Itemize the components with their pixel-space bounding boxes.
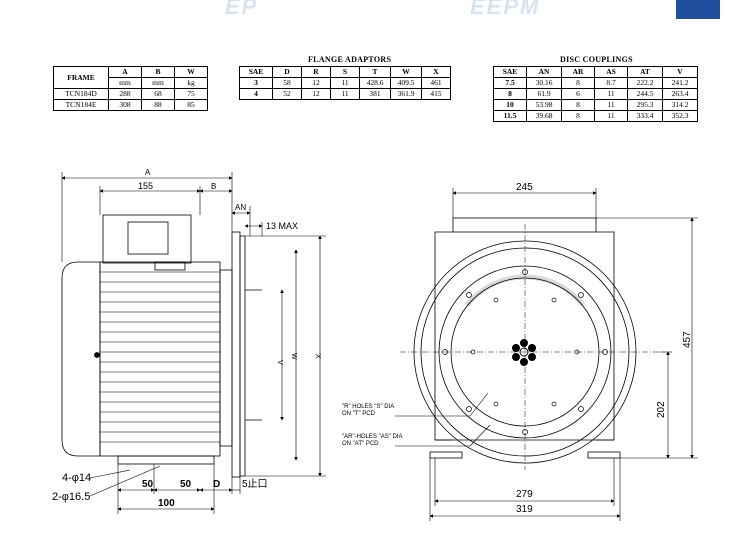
dim-457-label: 457 — [682, 331, 693, 348]
dim-w-label: W — [290, 353, 297, 360]
terminal-box-cover — [127, 221, 169, 255]
end-foot-right — [587, 451, 621, 459]
flange-table: SAE D R S T W X 3 58 12 11 428.6 409.5 4… — [239, 66, 451, 100]
frame-cell: 85 — [174, 99, 208, 111]
end-view-hub — [512, 339, 536, 366]
end-view-housing-right — [596, 231, 615, 441]
table-row: 3 58 12 11 428.6 409.5 461 — [239, 77, 451, 89]
frame-cell: 88 — [141, 99, 175, 111]
side-view — [61, 214, 262, 478]
dim-v-label: V — [276, 360, 283, 365]
dim-202-label: 202 — [656, 401, 667, 418]
body-bolt — [94, 352, 100, 358]
flange-plate — [231, 231, 241, 478]
dim-279-label: 279 — [516, 489, 533, 500]
dim-5stop-label: 5止口 — [242, 478, 268, 490]
corner-brand-tab — [676, 0, 720, 19]
note-ar-holes-line2: ON "AT" PCD — [342, 441, 379, 447]
dim-155-label: 155 — [138, 181, 153, 191]
flange-adaptor-ring — [219, 269, 233, 447]
flange-table-title: FLANGE ADAPTORS — [308, 55, 392, 64]
flange-cell: 415 — [421, 88, 451, 100]
table-row: 11.5 39.68 8 11 333.4 352.3 — [493, 110, 698, 122]
flange-cell: 4 — [239, 88, 273, 100]
table-row: TCN184D 288 68 75 — [53, 88, 208, 100]
side-view-labels: A 155 B AN 13 MAX V W X 4-φ14 2-φ16.5 50… — [52, 168, 321, 509]
side-view-dimensions — [61, 172, 326, 514]
dim-b-label: B — [211, 182, 216, 191]
note-r-holes-line2: ON "T" PCD — [342, 411, 376, 417]
frame-table: FRAME A B W mm mm kg TCN184D 288 68 75 T… — [53, 66, 208, 111]
end-view-dimensions — [395, 188, 698, 521]
hub-bolt — [512, 344, 520, 352]
disc-table-title: DISC COUPLINGS — [560, 55, 633, 64]
dim-13max-label: 13 MAX — [266, 221, 298, 231]
disc-cell: 333.4 — [627, 110, 663, 122]
hub-bolt — [528, 344, 536, 352]
end-view-labels: 245 457 202 279 319 "R" HOLES "S" DIA ON… — [342, 182, 693, 515]
hole-2-label: 2-φ16.5 — [52, 491, 90, 503]
watermark-right: EEPM — [470, 0, 541, 19]
dim-50a-label: 50 — [142, 479, 154, 490]
end-view-centerlines — [400, 224, 660, 470]
coupling-disc — [239, 235, 246, 477]
hole-4-label: 4-φ14 — [62, 472, 91, 484]
dim-x-label: X — [314, 354, 321, 359]
dim-an-label: AN — [235, 203, 246, 212]
dim-245-label: 245 — [516, 182, 533, 193]
hub-bolt — [520, 358, 528, 366]
disc-cell: 352.3 — [662, 110, 698, 122]
cooling-slot — [465, 274, 585, 307]
hub-bolt — [528, 353, 536, 361]
dim-50b-label: 50 — [180, 479, 192, 490]
end-view-terminal-box — [452, 217, 597, 233]
terminal-box — [102, 214, 192, 264]
hub-bolt — [512, 353, 520, 361]
motor-body — [99, 261, 221, 457]
end-foot-left — [429, 451, 463, 459]
rear-cap — [61, 261, 101, 457]
cooling-fins — [100, 271, 220, 443]
disc-cell: 11 — [594, 110, 628, 122]
table-row: 4 52 12 11 381 361.9 415 — [239, 88, 451, 100]
table-row: TCN184E 308 88 85 — [53, 99, 208, 111]
dim-319-label: 319 — [516, 504, 533, 515]
hub-bolt — [520, 339, 528, 347]
table-row: 8 61.9 6 11 244.5 263.4 — [493, 88, 698, 100]
disc-table: SAE AN AR AS AT V 7.5 30.16 8 8.7 222.2 … — [493, 66, 698, 122]
dim-a-label: A — [145, 168, 151, 177]
note-r-holes-line1: "R" HOLES "S" DIA — [342, 404, 394, 410]
dim-d-label: D — [213, 479, 220, 490]
watermark-left: EP — [225, 0, 259, 19]
motor-foot — [117, 455, 215, 465]
disc-cell: 8 — [561, 110, 595, 122]
dim-100-label: 100 — [158, 498, 175, 509]
note-ar-holes-line1: "AR"-HOLES "AS" DIA — [342, 434, 403, 440]
